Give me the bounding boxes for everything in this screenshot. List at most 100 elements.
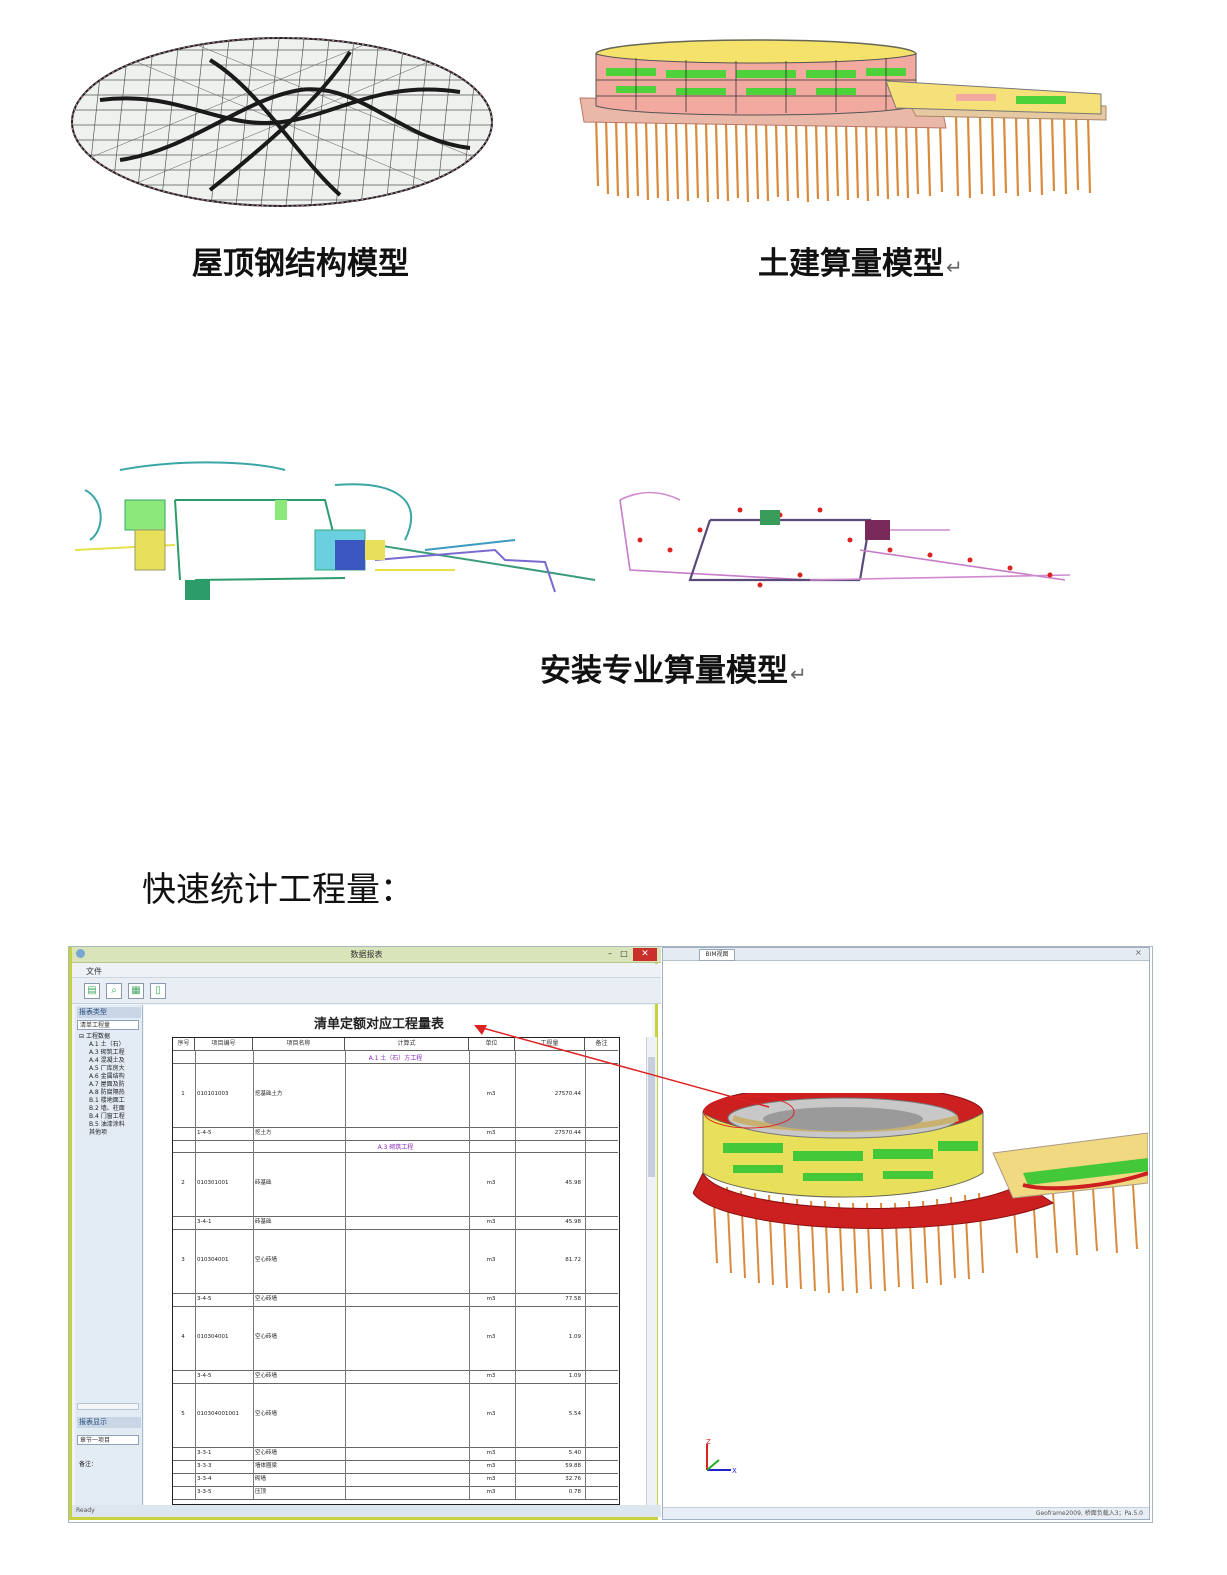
row-divider	[173, 1460, 618, 1461]
close-button[interactable]: ✕	[633, 948, 657, 961]
table-cell: 3	[181, 1257, 185, 1263]
right-status-bar: Geoframe2009, 桥面负载入3；Pa.5.0	[663, 1507, 1149, 1519]
tree-root[interactable]: ⊟ 工程数据	[79, 1033, 110, 1040]
caption-civil-model: 土建算量模型↵	[758, 238, 963, 283]
tree-item[interactable]: A.3 砌筑工程	[89, 1049, 125, 1056]
tree-item[interactable]: A.4 混凝土及	[89, 1057, 125, 1064]
tree-item[interactable]: A.7 屋面及防	[89, 1081, 125, 1088]
report-window: 数据报表 – □ ✕ 文件 ▤ ⌕ ▦ ▯ 报表类型 清单工程量 ⊟ 工程数据 …	[69, 947, 661, 1520]
table-cell: 3-4-5	[197, 1295, 212, 1302]
export-icon[interactable]: ▦	[128, 983, 144, 999]
table-cell: m3	[486, 1257, 496, 1263]
tree-item[interactable]: A.1 土（石）	[89, 1041, 125, 1048]
bim-view-window: BIM视图 ×	[662, 947, 1150, 1520]
table-cell: m3	[486, 1462, 496, 1469]
report-canvas: 清单定额对应工程量表 序号 项目编号 项目名称 计算式 单位 工程量 备注 A.…	[144, 1005, 652, 1505]
table-cell: 010304001	[197, 1334, 229, 1340]
tree-item[interactable]: B.5 油漆涂料	[89, 1121, 125, 1128]
building-3d-model	[693, 1093, 1148, 1313]
tree-item[interactable]: 其他项	[89, 1129, 108, 1136]
row-divider	[173, 1383, 618, 1384]
column-divider	[515, 1051, 516, 1499]
tab-bim-view[interactable]: BIM视图	[699, 949, 735, 961]
column-header: 项目名称	[253, 1038, 345, 1050]
axis-gizmo: Z X	[699, 1438, 739, 1478]
table-cell: 5.54	[568, 1411, 581, 1417]
row-divider	[173, 1140, 618, 1141]
table-cell: 1.09	[568, 1372, 581, 1379]
row-divider	[173, 1447, 618, 1448]
software-screenshot: 数据报表 – □ ✕ 文件 ▤ ⌕ ▦ ▯ 报表类型 清单工程量 ⊟ 工程数据 …	[68, 946, 1153, 1523]
sidebar-section-display[interactable]: 报表显示	[77, 1417, 141, 1428]
sidebar-section-report-type[interactable]: 报表类型	[77, 1007, 141, 1018]
view-tabbar: BIM视图 ×	[663, 948, 1149, 961]
column-divider	[585, 1051, 586, 1499]
section-row: A.3 砌筑工程	[377, 1144, 414, 1151]
table-cell: 3-3-3	[197, 1462, 212, 1469]
column-header: 计算式	[345, 1038, 469, 1050]
table-cell: m3	[486, 1372, 496, 1379]
table-cell: 32.76	[565, 1475, 581, 1482]
tree-item[interactable]: B.1 楼地面工	[89, 1097, 125, 1104]
print-icon[interactable]: ▤	[84, 983, 100, 999]
column-header: 单位	[469, 1038, 515, 1050]
table-cell: 空心砖墙	[255, 1334, 278, 1340]
menu-file[interactable]: 文件	[86, 967, 102, 976]
table-cell: 空心砖墙	[255, 1257, 278, 1263]
row-divider	[173, 1229, 618, 1230]
section-heading: 快速统计工程量：	[142, 870, 414, 910]
tree-item[interactable]: A.8 防腐隔热	[89, 1089, 125, 1096]
paragraph-mark-icon: ↵	[946, 255, 963, 279]
report-vscroll[interactable]	[646, 1037, 657, 1505]
tree-item[interactable]: A.6 金属结构	[89, 1073, 125, 1080]
table-cell: m3	[486, 1334, 496, 1340]
maximize-button[interactable]: □	[620, 949, 628, 958]
sidebar-hscroll[interactable]	[77, 1403, 139, 1410]
table-cell: m3	[486, 1475, 496, 1482]
report-type-select[interactable]: 清单工程量	[77, 1020, 139, 1030]
table-cell: 砖基础	[255, 1218, 272, 1225]
table-cell: 空心砖墙	[255, 1372, 278, 1379]
row-divider	[173, 1370, 618, 1371]
caption-install-text: 安装专业算量模型	[540, 653, 788, 689]
table-cell: 挖基础土方	[255, 1091, 283, 1097]
table-cell: 3-4-1	[197, 1218, 212, 1225]
table-cell: m3	[486, 1295, 496, 1302]
tree-item[interactable]: A.5 厂库房大	[89, 1065, 125, 1072]
table-cell: 1	[181, 1091, 185, 1097]
scroll-thumb[interactable]	[648, 1057, 655, 1177]
row-divider	[173, 1306, 618, 1307]
section-row: A.1 土（石）方工程	[368, 1055, 423, 1062]
table-cell: m3	[486, 1411, 496, 1417]
window-titlebar[interactable]: 数据报表 – □ ✕	[72, 947, 661, 963]
minimize-button[interactable]: –	[608, 949, 612, 958]
tree-item[interactable]: B.2 墙、柱面	[89, 1105, 125, 1112]
document-icon[interactable]: ▯	[150, 983, 166, 999]
close-icon[interactable]: ×	[1135, 948, 1142, 957]
row-divider	[173, 1293, 618, 1294]
report-title: 清单定额对应工程量表	[313, 1017, 444, 1032]
table-cell: m3	[486, 1488, 496, 1495]
table-cell: 27570.44	[554, 1091, 581, 1097]
display-mode-select[interactable]: 章节一项目	[77, 1435, 139, 1445]
table-cell: 010301001	[197, 1180, 229, 1186]
tree-item[interactable]: B.4 门窗工程	[89, 1113, 125, 1120]
tree-root-label: 工程数据	[85, 1033, 110, 1040]
preview-icon[interactable]: ⌕	[106, 983, 122, 999]
table-cell: m3	[486, 1091, 496, 1097]
column-divider	[253, 1051, 254, 1499]
